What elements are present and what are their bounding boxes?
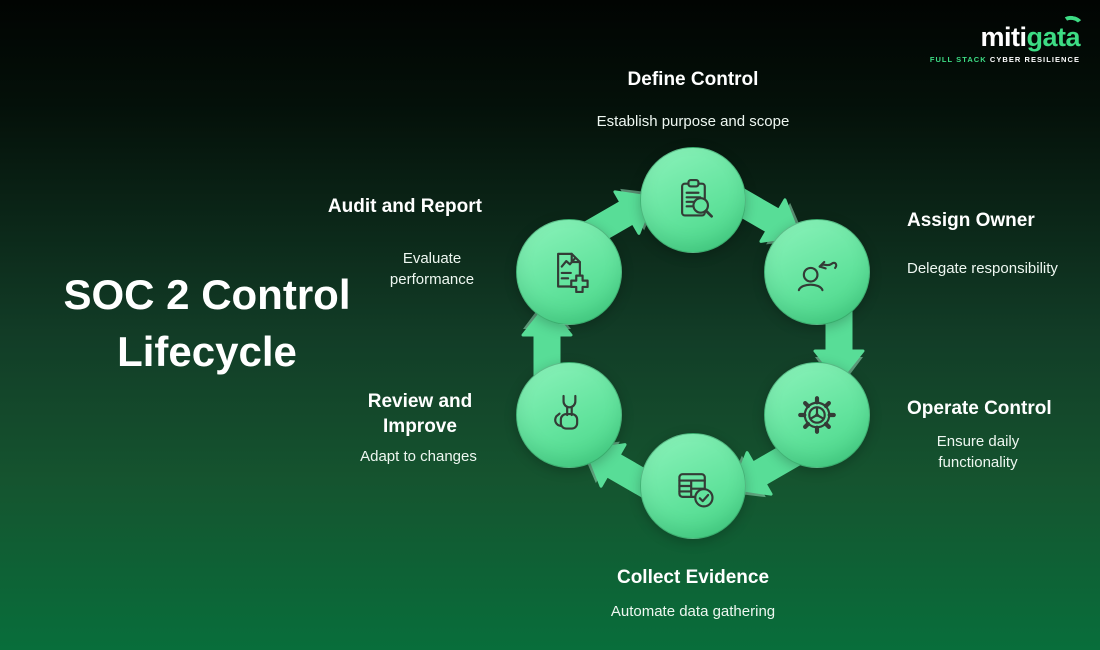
node-define-control (640, 147, 746, 253)
person-assign-icon (797, 260, 838, 292)
step-label-assign-owner: Assign Owner (907, 210, 1035, 231)
step-label-collect-evidence: Collect Evidence (616, 567, 770, 588)
step-label-operate-control: Operate Control (907, 398, 1052, 419)
node-collect-evidence (640, 433, 746, 539)
gear-steering-icon (798, 396, 836, 434)
page-title-line1: SOC 2 Control (63, 271, 351, 318)
step-label-audit-report: Audit and Report (327, 196, 482, 217)
step-label-review-improve: Review and Improve (367, 391, 473, 437)
node-assign-owner (764, 219, 870, 325)
step-desc-define-control: Establish purpose and scope (596, 113, 790, 130)
wordmark-suffix: gata (1026, 22, 1080, 52)
step-label-define-control: Define Control (627, 69, 759, 90)
step-desc-operate-control: Ensure daily functionality (936, 433, 1020, 471)
logo-tagline: FULL STACK CYBER RESILIENCE (930, 55, 1080, 64)
step-desc-collect-evidence: Automate data gathering (610, 603, 776, 620)
mitigata-wordmark: mitigata (980, 14, 1085, 52)
node-review-improve (516, 362, 622, 468)
report-plus-icon (557, 252, 589, 294)
page-title: SOC 2 Control Lifecycle (23, 266, 391, 380)
tagline-highlight: FULL STACK (929, 55, 987, 64)
tagline-rest: CYBER RESILIENCE (986, 55, 1080, 64)
clipboard-search-icon (681, 178, 713, 218)
wrench-hand-icon (554, 394, 579, 430)
wordmark-prefix: miti (980, 22, 1027, 52)
node-operate-control (764, 362, 870, 468)
table-checkmark-icon (678, 473, 714, 508)
step-desc-audit-report: Evaluate performance (389, 250, 475, 288)
step-desc-review-improve: Adapt to changes (360, 448, 477, 465)
step-desc-assign-owner: Delegate responsibility (907, 260, 1058, 277)
mitigata-logo: mitigata FULL STACK CYBER RESILIENCE (930, 14, 1085, 64)
node-audit-report (516, 219, 622, 325)
page-title-line2: Lifecycle (117, 328, 297, 375)
